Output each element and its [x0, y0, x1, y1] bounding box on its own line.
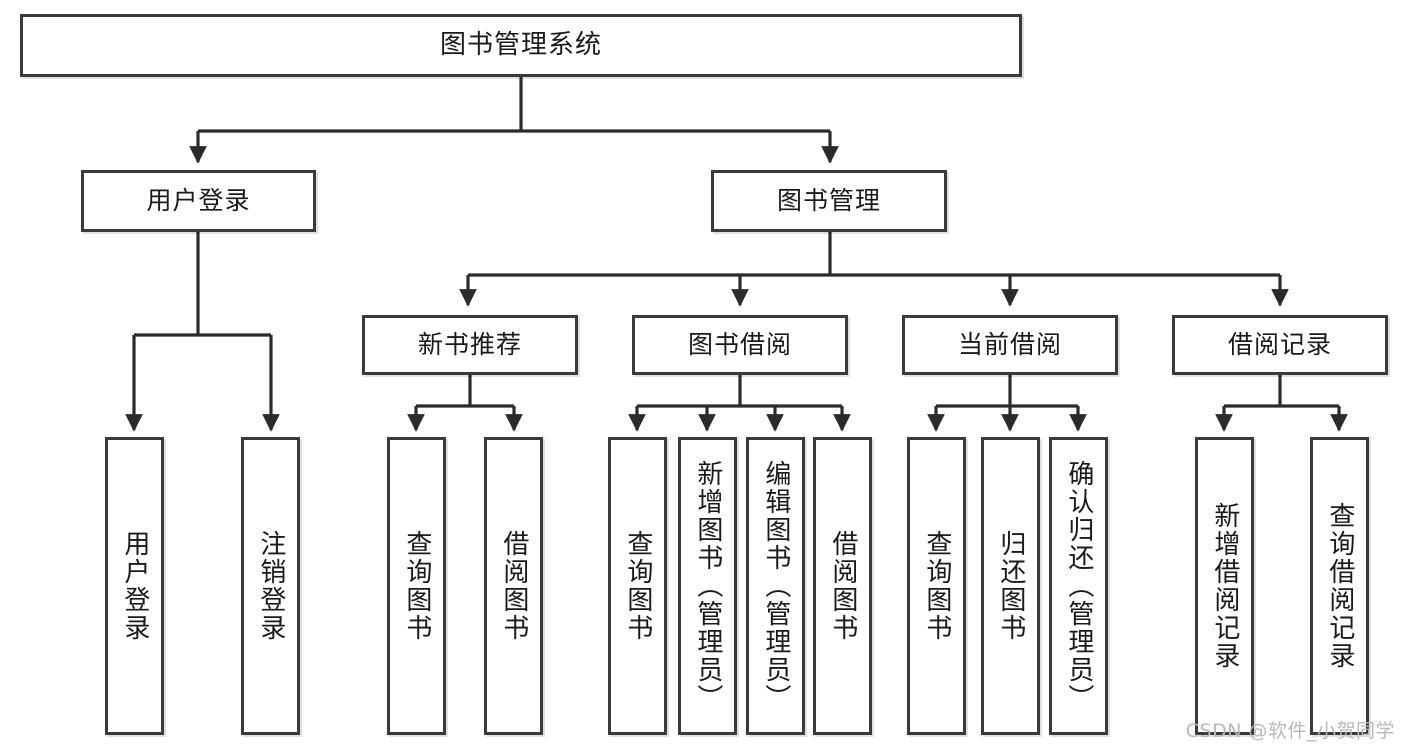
csdn-watermark: CSDN @软件_小贺同学 [1185, 720, 1395, 742]
node-new-book-recommend[interactable]: 新书推荐 [362, 315, 578, 375]
node-user-login-label: 用户登录 [146, 186, 251, 216]
node-leaf-query-book-1-label: 查询图书 [401, 530, 432, 642]
node-leaf-borrow-book-2-label: 借阅图书 [827, 530, 858, 642]
node-leaf-query-record[interactable]: 查询借阅记录 [1310, 437, 1369, 735]
node-leaf-query-book-2-label: 查询图书 [622, 530, 653, 642]
node-leaf-edit-book[interactable]: 编辑图书（管理员） [746, 437, 805, 735]
node-leaf-query-book-3-label: 查询图书 [921, 530, 952, 642]
node-user-login[interactable]: 用户登录 [81, 170, 316, 232]
node-leaf-return-book[interactable]: 归还图书 [981, 437, 1040, 735]
node-borrow-record-label: 借阅记录 [1227, 330, 1332, 360]
node-leaf-user-logout[interactable]: 注销登录 [241, 437, 300, 735]
node-leaf-query-record-label: 查询借阅记录 [1324, 502, 1355, 670]
node-leaf-add-book[interactable]: 新增图书（管理员） [678, 437, 737, 735]
node-book-borrow-label: 图书借阅 [687, 330, 792, 360]
node-leaf-borrow-book-1[interactable]: 借阅图书 [484, 437, 543, 735]
node-borrow-record[interactable]: 借阅记录 [1172, 315, 1388, 375]
node-current-borrow-label: 当前借阅 [957, 330, 1062, 360]
node-leaf-add-record-label: 新增借阅记录 [1209, 502, 1240, 670]
node-leaf-borrow-book-1-label: 借阅图书 [498, 530, 529, 642]
node-book-manage-label: 图书管理 [776, 186, 881, 216]
node-root-label: 图书管理系统 [439, 30, 602, 61]
node-new-book-recommend-label: 新书推荐 [417, 330, 522, 360]
node-current-borrow[interactable]: 当前借阅 [902, 315, 1118, 375]
node-leaf-add-book-label: 新增图书（管理员） [692, 460, 723, 712]
node-leaf-query-book-3[interactable]: 查询图书 [907, 437, 966, 735]
node-leaf-query-book-1[interactable]: 查询图书 [387, 437, 446, 735]
node-book-manage[interactable]: 图书管理 [711, 170, 947, 232]
node-leaf-return-book-label: 归还图书 [995, 530, 1026, 642]
node-leaf-edit-book-label: 编辑图书（管理员） [760, 460, 791, 712]
node-leaf-user-login-label: 用户登录 [119, 530, 150, 642]
node-leaf-query-book-2[interactable]: 查询图书 [608, 437, 667, 735]
node-leaf-user-logout-label: 注销登录 [255, 530, 286, 642]
node-leaf-confirm-return-label: 确认归还（管理员） [1063, 460, 1094, 712]
node-leaf-confirm-return[interactable]: 确认归还（管理员） [1049, 437, 1108, 735]
node-root[interactable]: 图书管理系统 [20, 14, 1022, 77]
node-leaf-borrow-book-2[interactable]: 借阅图书 [813, 437, 872, 735]
node-leaf-add-record[interactable]: 新增借阅记录 [1195, 437, 1254, 735]
node-leaf-user-login[interactable]: 用户登录 [105, 437, 164, 735]
node-book-borrow[interactable]: 图书借阅 [632, 315, 848, 375]
